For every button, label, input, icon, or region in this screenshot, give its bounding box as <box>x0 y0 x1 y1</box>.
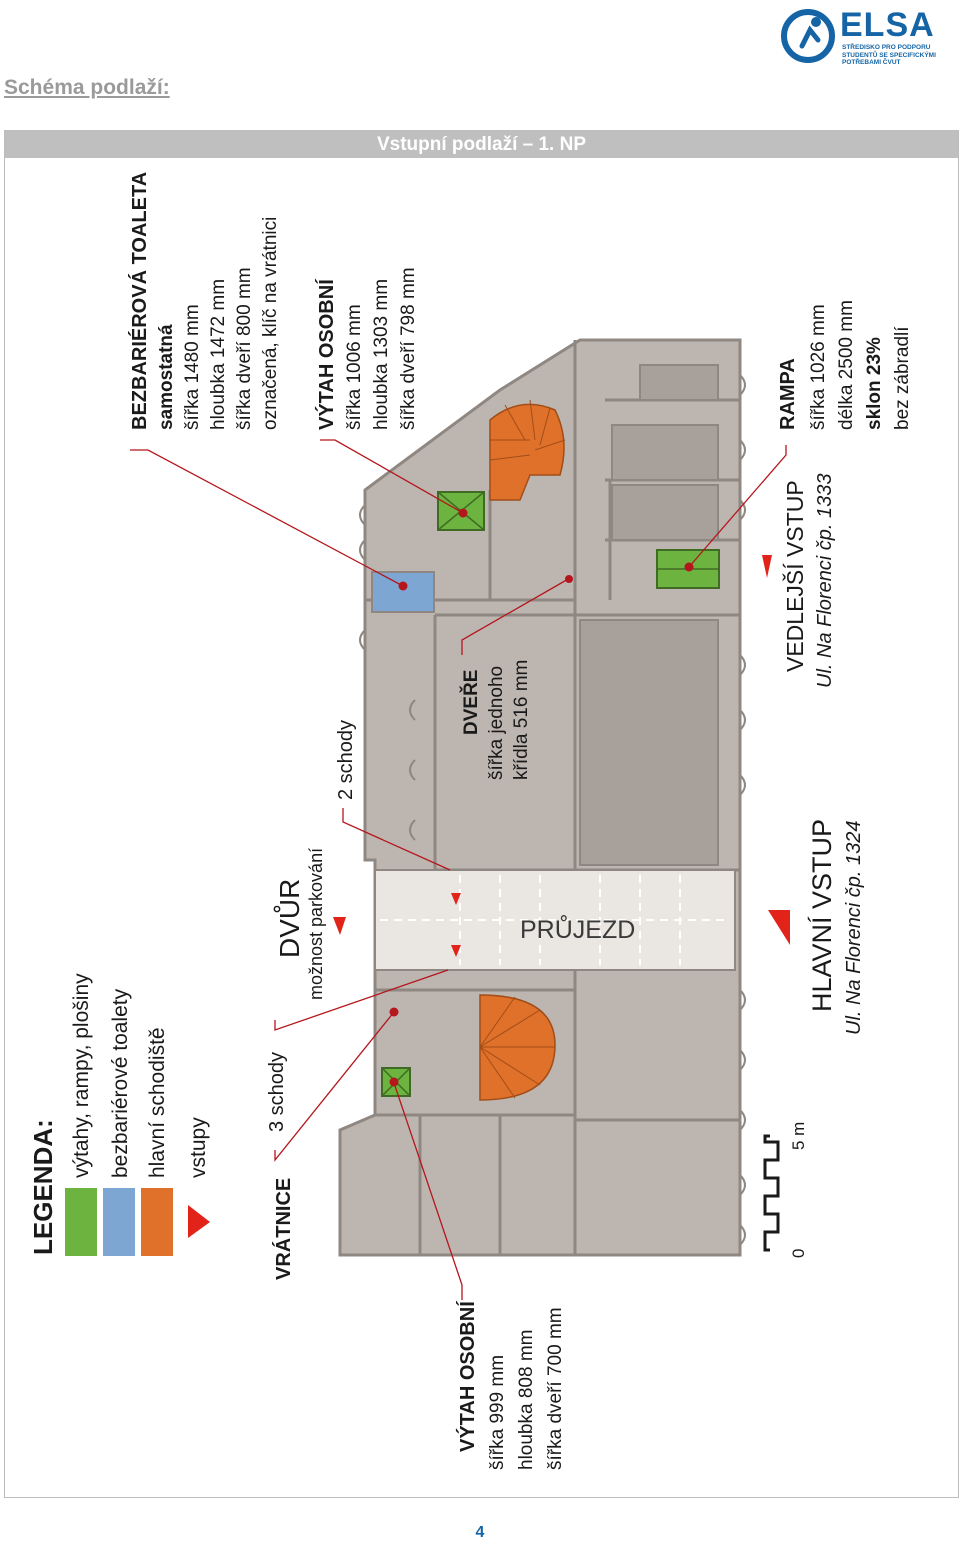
door-title: DVEŘE <box>460 670 482 735</box>
side-entry-title: VEDLEJŠÍ VSTUP <box>781 480 808 672</box>
page-number: 4 <box>475 1524 485 1541</box>
legend-swatch-wc <box>103 1188 135 1256</box>
staircase-lower <box>479 994 556 1101</box>
legend-swatch-lifts <box>65 1188 97 1256</box>
leader-lines <box>130 439 787 1300</box>
scale-five: 5 m <box>789 1122 808 1150</box>
ramp-line: šířka 1026 mm <box>808 304 829 430</box>
wc-line: samostatná <box>156 324 177 430</box>
lift2-line: šířka dveří 700 mm <box>545 1307 566 1470</box>
legend-triangle-icon <box>188 1205 210 1238</box>
wc-line: šířka dveří 800 mm <box>234 267 255 430</box>
legend-swatch-stairs <box>141 1188 173 1256</box>
porter-label: VRÁTNICE <box>272 1178 295 1280</box>
legend-item-label: hlavní schodiště <box>146 1027 169 1178</box>
main-entry-sub: Ul. Na Florenci čp. 1324 <box>843 820 865 1035</box>
lift1-title: VÝTAH OSOBNÍ <box>314 279 338 430</box>
wc-line: šířka 1480 mm <box>182 304 203 430</box>
logo-subtitle-line: STUDENTŮ SE SPECIFICKÝMI <box>842 51 936 59</box>
lift2-line: hloubka 808 mm <box>516 1330 537 1470</box>
scale-zero: 0 <box>789 1249 808 1258</box>
lift1-line: šířka 1006 mm <box>344 304 365 430</box>
storage-rooms <box>579 364 719 866</box>
staircase-upper <box>489 399 566 501</box>
passage-markings <box>380 875 730 965</box>
legend-item-label: výtahy, rampy, plošiny <box>70 973 93 1178</box>
lift1-line: šířka dveří 798 mm <box>398 267 419 430</box>
floor-title: Vstupní podlaží – 1. NP <box>5 131 958 158</box>
scale-bar <box>763 1134 780 1252</box>
facade-windows <box>359 374 746 1246</box>
floor-plan-frame: Vstupní podlaží – 1. NP <box>4 130 959 1498</box>
three-steps-label: 3 schody <box>266 1052 288 1132</box>
legend-item-label: vstupy <box>187 1117 210 1178</box>
yard-title: DVŮR <box>273 879 305 958</box>
two-steps-label: 2 schody <box>335 720 357 800</box>
lift1-line: hloubka 1303 mm <box>371 279 392 430</box>
legend-item-label: bezbariérové toalety <box>109 988 132 1178</box>
building-floor <box>338 338 742 1257</box>
main-entry-title: HLAVNÍ VSTUP <box>807 819 837 1012</box>
page-title: Schéma podlaží: <box>4 76 170 99</box>
door-line: křídla 516 mm <box>511 660 532 780</box>
logo-word: ELSA <box>840 6 935 44</box>
wc-line: označená, klíč na vrátnici <box>260 217 281 430</box>
elsa-logo-mark-icon <box>781 9 835 63</box>
wc-title: BEZBARIÉROVÁ TOALETA <box>128 172 151 430</box>
wc-line: hloubka 1472 mm <box>208 279 229 430</box>
lift2-line: šířka 999 mm <box>487 1355 508 1470</box>
marker-dots <box>389 508 694 1087</box>
door-line: šířka jednoho <box>486 666 507 780</box>
legend-title: LEGENDA: <box>28 1119 58 1255</box>
ramp-line: bez zábradlí <box>892 326 913 430</box>
logo-subtitle-line: STŘEDISKO PRO PODPORU <box>842 44 931 51</box>
lift2-title: VÝTAH OSOBNÍ <box>455 1301 479 1452</box>
yard-sub: možnost parkování <box>306 848 326 1000</box>
side-entry-sub: Ul. Na Florenci čp. 1333 <box>814 473 836 688</box>
logo-subtitle-line: POTŘEBAMI ČVUT <box>842 59 901 66</box>
ramp-title: RAMPA <box>777 358 799 430</box>
ramp-line: délka 2500 mm <box>836 300 857 430</box>
elsa-logo: ELSA STŘEDISKO PRO PODPORU STUDENTŮ SE S… <box>780 6 950 66</box>
logo-subtitle: STŘEDISKO PRO PODPORU STUDENTŮ SE SPECIF… <box>842 44 952 67</box>
accessible-wc <box>371 571 435 613</box>
passage-label: PRŮJEZD <box>520 913 635 944</box>
ramp-line: sklon 23% <box>864 337 885 430</box>
entry-markers <box>333 555 790 957</box>
